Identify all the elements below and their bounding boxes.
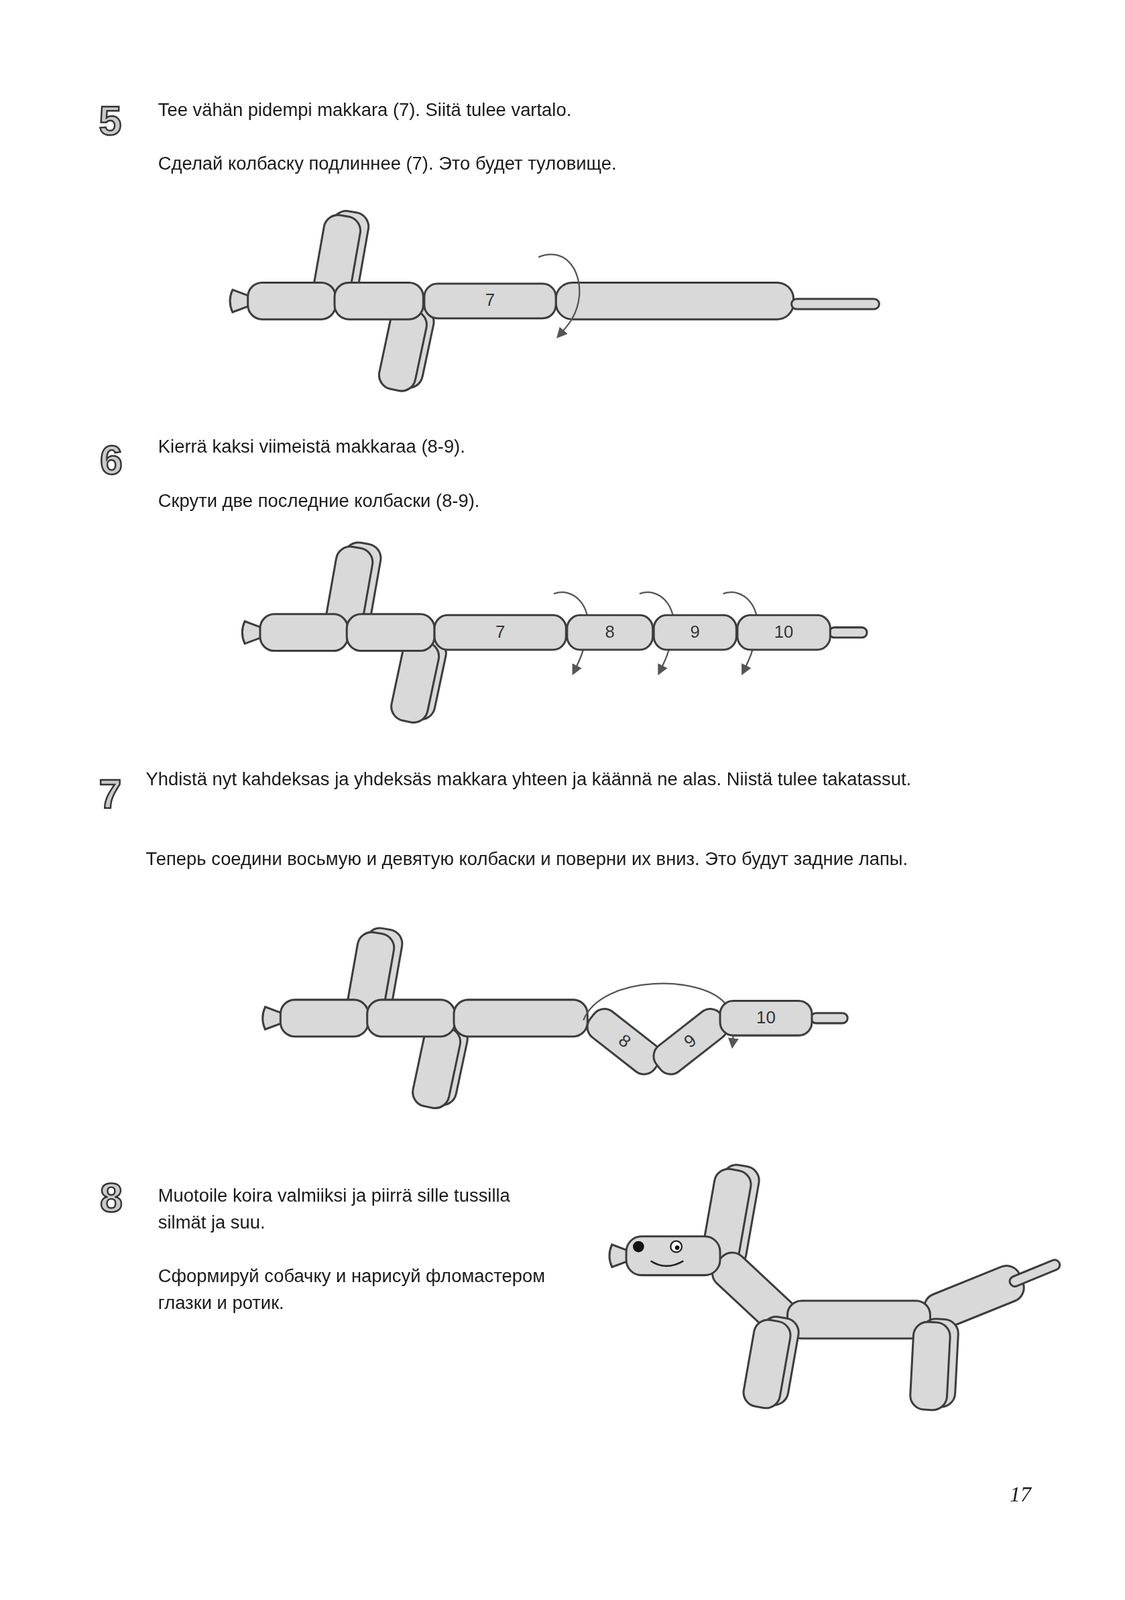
segment-number: 10 bbox=[774, 622, 794, 643]
dog-eye bbox=[670, 1240, 682, 1253]
instruction-text: Сформируй собачку и нарисуй фломастером … bbox=[158, 1262, 546, 1316]
segment-number: 10 bbox=[756, 1007, 776, 1028]
instruction-text: Сделай колбаску подлиннее (7). Это будет… bbox=[158, 150, 934, 177]
segment-number: 7 bbox=[495, 622, 505, 643]
balloon-body bbox=[453, 999, 588, 1037]
balloon-leg bbox=[909, 1320, 952, 1411]
instruction-text: Yhdistä nyt kahdeksas ja yhdeksäs makkar… bbox=[146, 766, 993, 794]
balloon-leg bbox=[741, 1317, 794, 1410]
balloon-rest bbox=[555, 282, 794, 320]
instruction-text: Muotoile koira valmiiksi ja piirrä sille… bbox=[158, 1181, 546, 1235]
balloon-step-6 bbox=[242, 540, 867, 726]
balloon-step-5 bbox=[229, 208, 879, 394]
segment-number: 9 bbox=[680, 1030, 701, 1053]
balloon-body bbox=[787, 1300, 930, 1339]
segment-number: 9 bbox=[690, 622, 700, 643]
balloon-segment: 10 bbox=[736, 614, 831, 651]
segment-number: 7 bbox=[485, 290, 495, 312]
segment-number: 8 bbox=[614, 1030, 635, 1053]
balloon-neck bbox=[367, 999, 456, 1037]
instruction-text: Kierrä kaksi viimeistä makkaraa (8-9). bbox=[158, 433, 934, 461]
balloon-segment: 9 bbox=[653, 614, 738, 651]
segment-number: 8 bbox=[605, 622, 615, 643]
balloon-knot bbox=[229, 289, 249, 312]
step-number: 7 bbox=[99, 773, 123, 814]
balloon-knot bbox=[242, 620, 261, 643]
balloon-tail bbox=[1015, 1264, 1055, 1281]
balloon-knot bbox=[262, 1007, 282, 1030]
balloon-head bbox=[626, 1236, 721, 1276]
instruction-text: Tee vähän pidempi makkara (7). Siitä tul… bbox=[158, 97, 934, 125]
balloon-tail bbox=[829, 627, 867, 638]
balloon-dog bbox=[609, 1162, 1055, 1411]
step-number: 8 bbox=[99, 1177, 123, 1219]
dog-eye bbox=[632, 1240, 645, 1253]
balloon-segment: 7 bbox=[423, 282, 557, 320]
balloon-tail bbox=[810, 1013, 848, 1024]
balloon-segment: 8 bbox=[580, 1001, 668, 1081]
balloon-nose bbox=[280, 999, 369, 1037]
step-number: 6 bbox=[99, 439, 123, 481]
step-number: 5 bbox=[99, 99, 123, 141]
page-number: 17 bbox=[1009, 1484, 1032, 1506]
dog-pupil bbox=[675, 1245, 680, 1250]
balloon-segment: 8 bbox=[565, 614, 654, 651]
balloon-nose bbox=[248, 282, 336, 320]
instruction-text: Теперь соедини восьмую и девятую колбаск… bbox=[146, 845, 1034, 873]
instruction-text: Скрути две последние колбаски (8-9). bbox=[158, 487, 934, 515]
balloon-step-7 bbox=[262, 925, 848, 1111]
balloon-tail bbox=[1015, 1264, 1055, 1281]
dog-mouth bbox=[650, 1260, 684, 1266]
balloon-neck bbox=[334, 282, 424, 320]
balloon-segment: 10 bbox=[719, 999, 814, 1037]
balloon-nose bbox=[260, 614, 348, 651]
balloon-segment: 7 bbox=[433, 614, 568, 651]
balloon-neck bbox=[346, 614, 435, 651]
balloon-tail bbox=[791, 299, 880, 310]
